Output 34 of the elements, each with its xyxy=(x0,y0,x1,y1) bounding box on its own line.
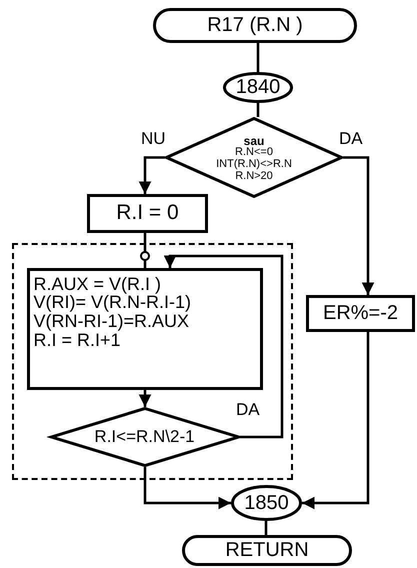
statement-text: ER%=-2 xyxy=(322,303,398,324)
arrow xyxy=(343,156,374,295)
terminator-text: RETURN xyxy=(225,540,309,561)
statement-text: V(RI)= V(R.N-R.I-1) xyxy=(34,293,191,312)
condition-text: R.N>20 xyxy=(235,170,273,182)
process-box xyxy=(306,295,415,332)
condition-text: INT(R.N)<>R.N xyxy=(216,159,292,171)
arrow xyxy=(138,156,165,194)
process-box xyxy=(26,268,262,390)
terminator xyxy=(182,535,352,566)
terminator xyxy=(153,8,357,43)
connector-oval xyxy=(223,72,293,103)
terminator-text: R17 (R.N ) xyxy=(207,15,303,36)
statement-text: R.I = 0 xyxy=(116,202,179,225)
arrow xyxy=(138,390,152,407)
connector-number: 1850 xyxy=(244,492,289,514)
condition-text: R.N<=0 xyxy=(235,147,273,159)
arrow xyxy=(302,332,370,510)
statement-text: R.I = R.I+1 xyxy=(34,331,121,350)
statement-text: R.AUX = V(R.I ) xyxy=(34,274,162,294)
connector-line xyxy=(256,103,260,117)
edge-label: DA xyxy=(338,130,364,147)
process-box xyxy=(87,194,208,233)
condition-text: sau xyxy=(244,134,264,148)
statement-text: V(RN-RI-1)=R.AUX xyxy=(34,312,190,332)
connector-line xyxy=(144,233,146,268)
connector-number: 1840 xyxy=(236,77,280,98)
edge-label: DA xyxy=(235,401,261,418)
connector-oval xyxy=(231,485,302,521)
connector-line xyxy=(256,43,260,72)
arrow xyxy=(164,254,284,438)
edge-label: NU xyxy=(140,130,167,147)
connector-line xyxy=(264,521,268,535)
arrow xyxy=(144,467,231,510)
